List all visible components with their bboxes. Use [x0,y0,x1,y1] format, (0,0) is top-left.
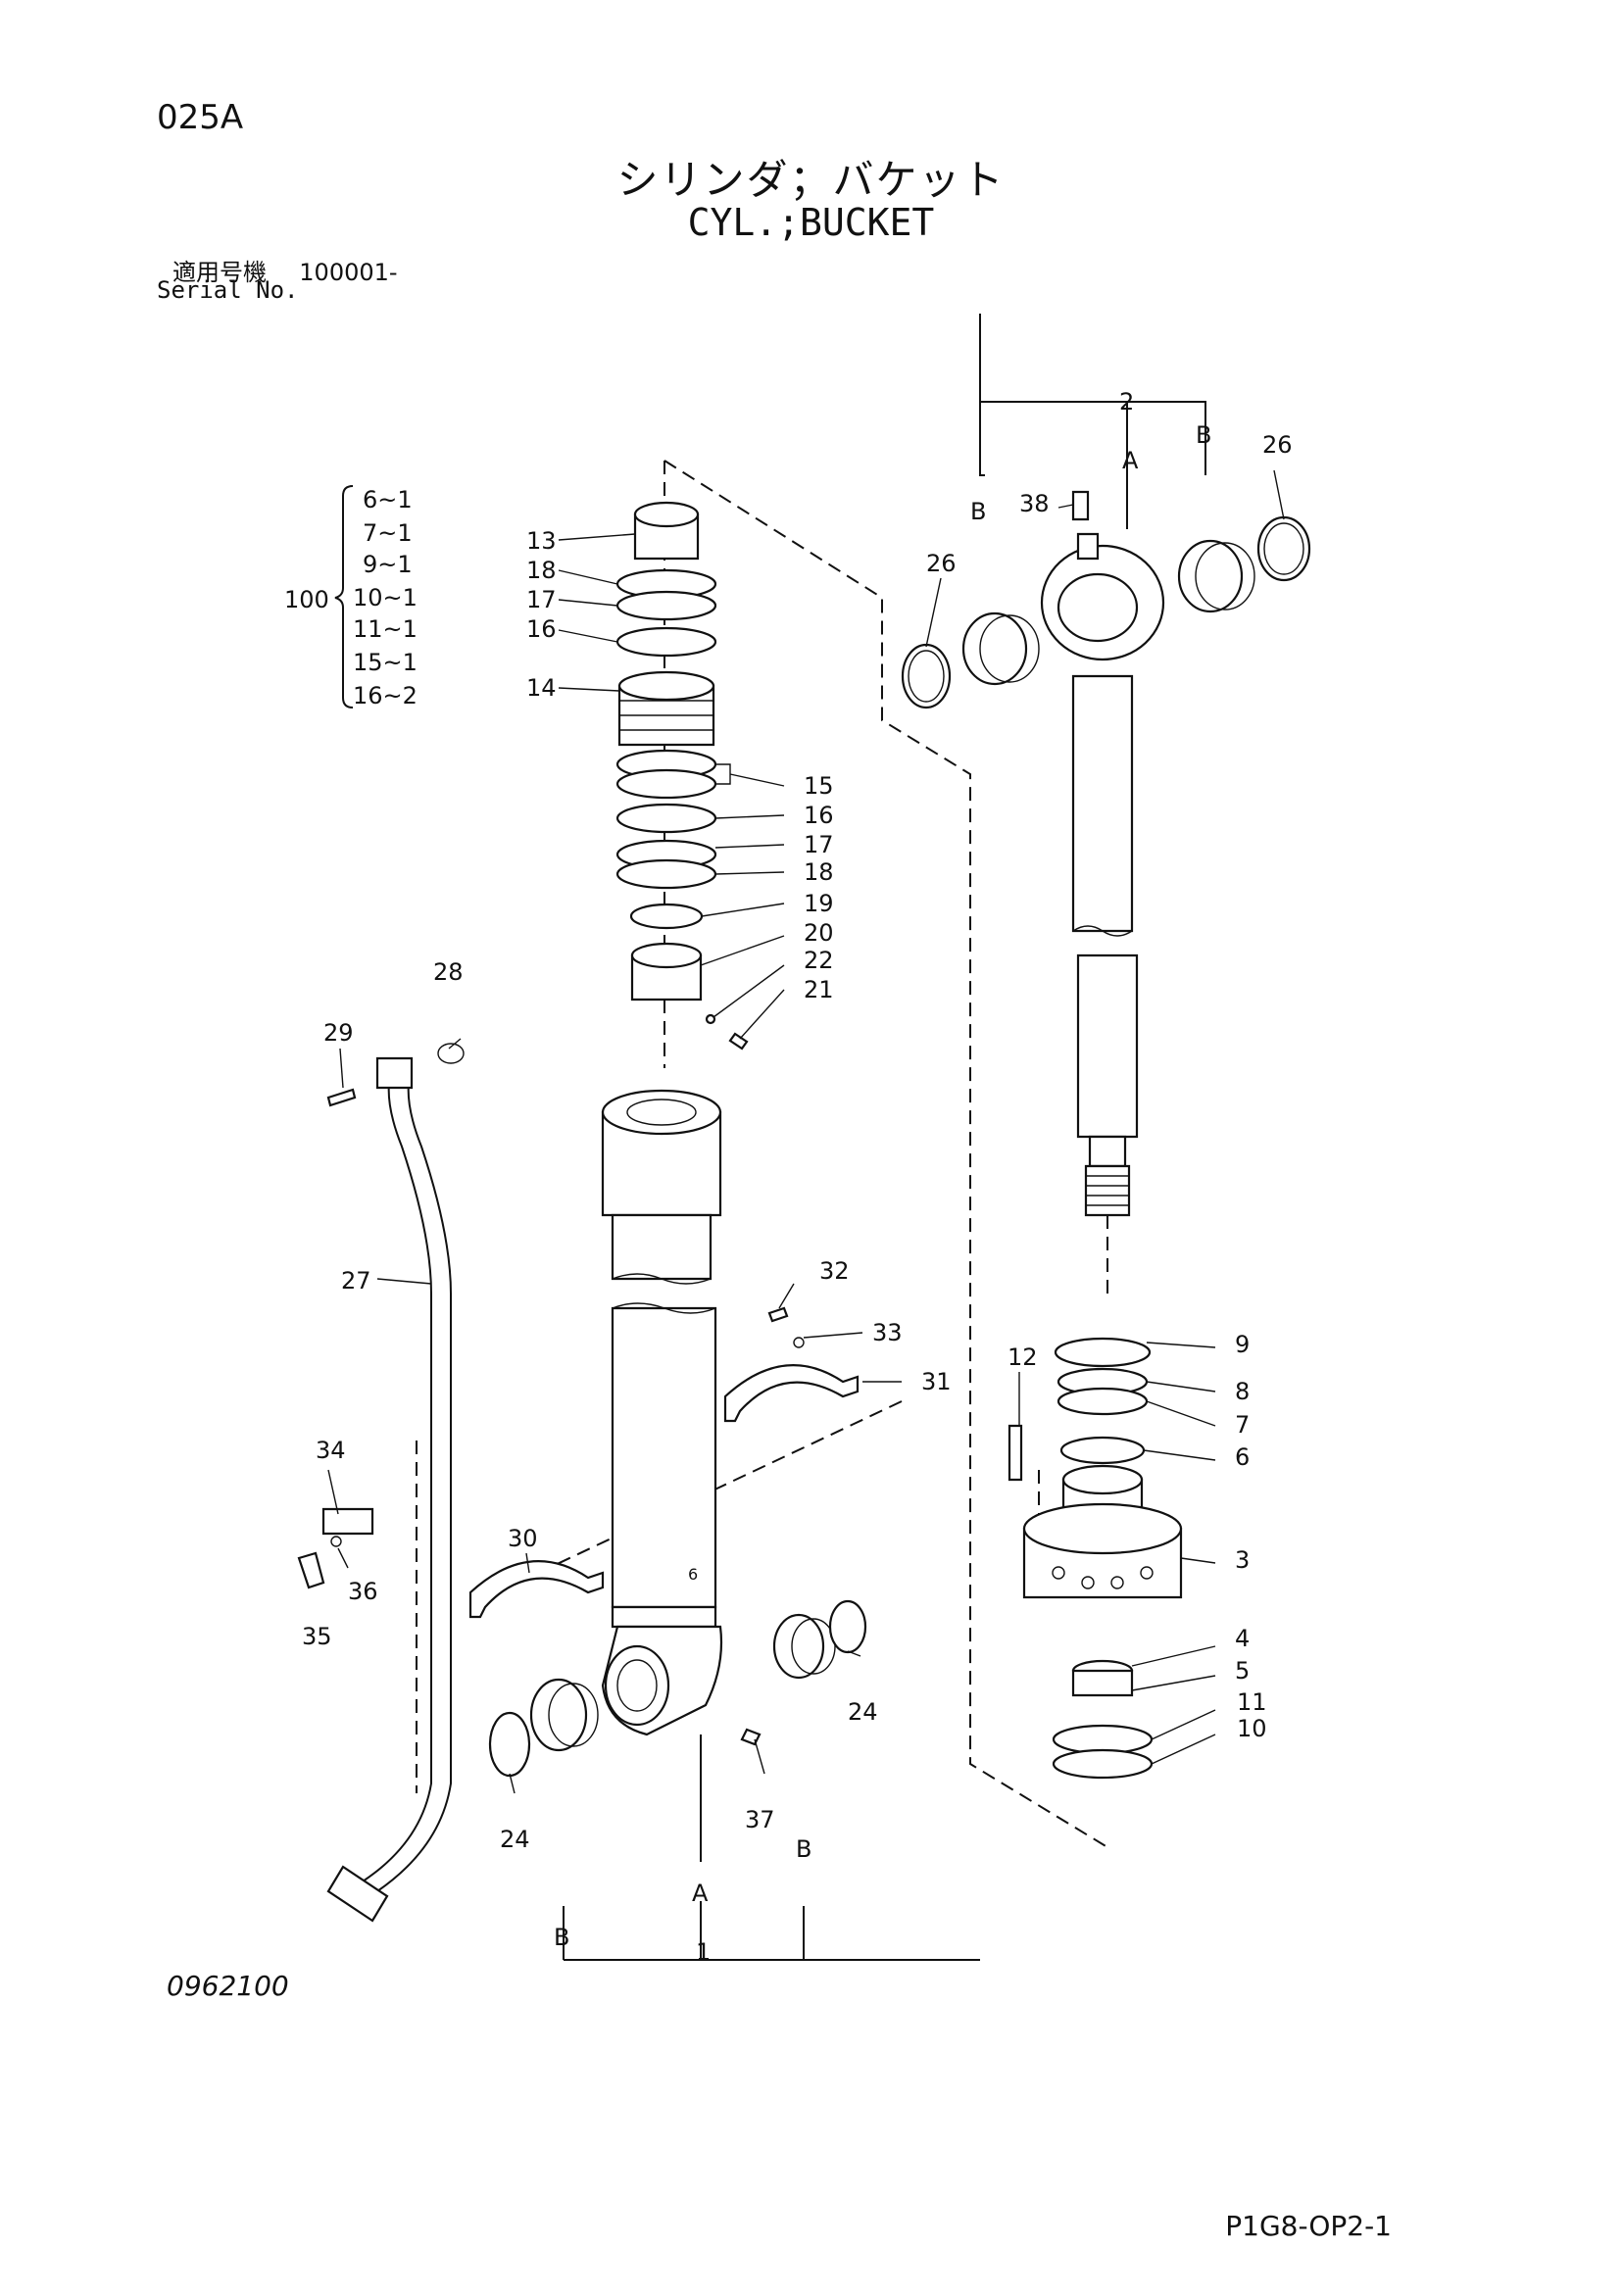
callout: 4 [1235,1625,1250,1652]
callout: A [692,1880,709,1907]
clamps [468,1306,860,1746]
callout: A [1122,447,1139,474]
callout: 13 [526,527,557,555]
callout: 36 [348,1578,378,1605]
drawing-number: 0962100 [167,1970,289,2002]
callout: B [554,1924,569,1951]
callout: 18 [804,858,834,886]
kit-item: 10~1 [353,584,418,611]
piston-rod [1040,532,1165,1217]
callout: 6 [688,1565,698,1584]
callout: 30 [508,1525,538,1552]
callout: 38 [1019,490,1050,517]
callout: 17 [804,831,834,858]
title-japanese: シリンダ；バケット [616,156,1006,204]
callout: 8 [1235,1378,1250,1405]
kit-item: 16~2 [353,682,418,709]
serial-label-en: Serial No. [157,276,299,304]
piston-stack [615,501,749,1050]
callout: 29 [323,1019,354,1047]
kit-bracket: 100 6~1 7~1 9~1 10~1 11~1 15~1 16~2 [284,485,418,709]
head-cover [1008,1337,1183,1780]
callout: 21 [804,976,834,1003]
kit-item: 9~1 [363,551,413,578]
bottom-bracket [563,314,1206,1961]
callout: 33 [872,1319,903,1346]
kit-item: 7~1 [363,519,413,547]
callout: 17 [526,586,557,613]
callout: B [1196,421,1211,449]
callout: 24 [500,1826,530,1853]
callout: B [796,1835,811,1863]
callout-numbers: 1 2 3 4 5 6 7 8 9 10 11 12 13 14 15 16 1… [302,388,1293,1966]
serial-row: 適用号機 100001- [172,253,398,287]
callout: 1 [696,1938,711,1966]
serial-value: 100001- [299,259,398,286]
page-code: 025A [157,98,244,137]
callout: 3 [1235,1546,1250,1574]
callout: 7 [1235,1411,1250,1439]
callout: 12 [1008,1343,1038,1371]
callout: B [970,498,986,525]
title-english: CYL.;BUCKET [687,201,935,244]
kit-item: 15~1 [353,649,418,676]
tube-bushings [488,1599,867,1778]
callout: 19 [804,890,834,917]
callout: 20 [804,919,834,947]
callout: 35 [302,1623,332,1650]
callout: 16 [804,802,834,829]
callout: 18 [526,557,557,584]
callout: 10 [1237,1715,1267,1742]
callout: 2 [1119,388,1134,415]
callout: 22 [804,947,834,974]
callout: 16 [526,615,557,643]
serial-label-jp: 適用号機 [172,259,267,286]
callout: 11 [1237,1688,1267,1716]
leader-lines [327,469,1285,1794]
callout: 26 [926,550,957,577]
callout: 14 [526,674,557,702]
pipe-line [297,1043,465,1923]
rod-bushings [901,490,1311,709]
callout: 15 [804,772,834,800]
callout: 5 [1235,1657,1250,1685]
callout: 26 [1262,431,1293,459]
kit-item: 6~1 [363,486,413,513]
callout: 9 [1235,1331,1250,1358]
callout: 31 [921,1368,952,1395]
callout: 28 [433,958,464,986]
kit-item: 11~1 [353,615,418,643]
callout: 24 [848,1698,878,1726]
page-reference: P1G8-OP2-1 [1225,2210,1392,2242]
cylinder-tube [601,1089,723,1736]
kit-label: 100 [284,586,329,613]
callout: 34 [316,1437,346,1464]
callout: 27 [341,1267,371,1295]
callout: 6 [1235,1443,1250,1471]
callout: 37 [745,1806,775,1833]
callout: 32 [819,1257,850,1285]
